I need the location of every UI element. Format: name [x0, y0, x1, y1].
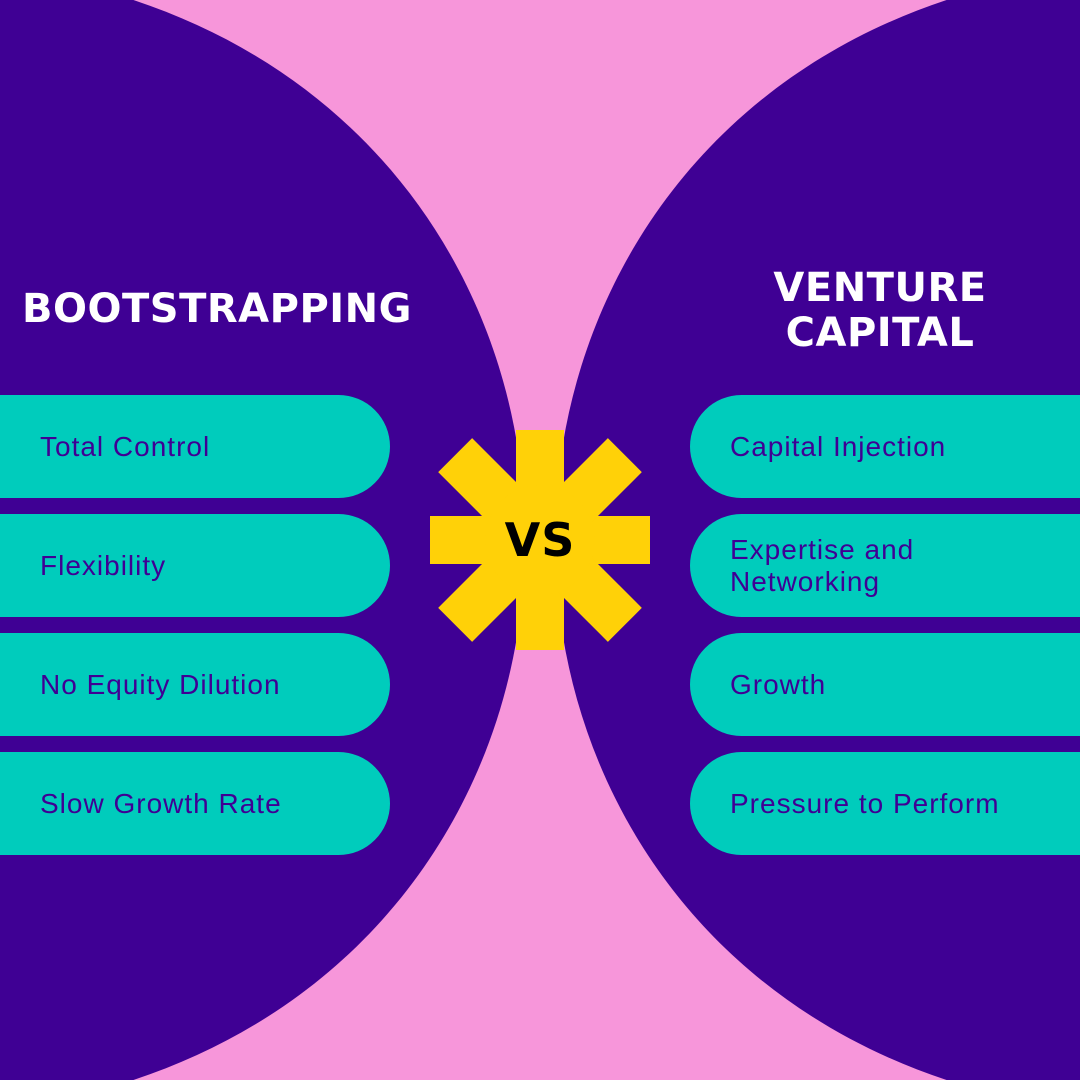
- right-item-label: Pressure to Perform: [730, 787, 1000, 819]
- left-item-label: Total Control: [40, 430, 211, 462]
- left-item-label: No Equity Dilution: [40, 668, 281, 700]
- left-item-flexibility: Flexibility: [0, 514, 390, 617]
- right-item-label: Capital Injection: [730, 430, 947, 462]
- asterisk-burst-icon: [430, 430, 650, 650]
- right-item-expertise-networking: Expertise and Networking: [690, 514, 1080, 617]
- right-item-label: Expertise and Networking: [730, 533, 915, 597]
- left-item-no-equity-dilution: No Equity Dilution: [0, 633, 390, 736]
- right-item-capital-injection: Capital Injection: [690, 395, 1080, 498]
- right-item-label: Growth: [730, 668, 827, 700]
- left-item-total-control: Total Control: [0, 395, 390, 498]
- left-item-label: Slow Growth Rate: [40, 787, 282, 819]
- right-item-growth: Growth: [690, 633, 1080, 736]
- right-item-pressure-to-perform: Pressure to Perform: [690, 752, 1080, 855]
- vs-label: VS: [504, 513, 576, 567]
- venture-capital-heading: VENTURE CAPITAL: [773, 265, 987, 356]
- bootstrapping-heading: BOOTSTRAPPING: [22, 286, 412, 332]
- left-item-label: Flexibility: [40, 549, 167, 581]
- left-item-slow-growth-rate: Slow Growth Rate: [0, 752, 390, 855]
